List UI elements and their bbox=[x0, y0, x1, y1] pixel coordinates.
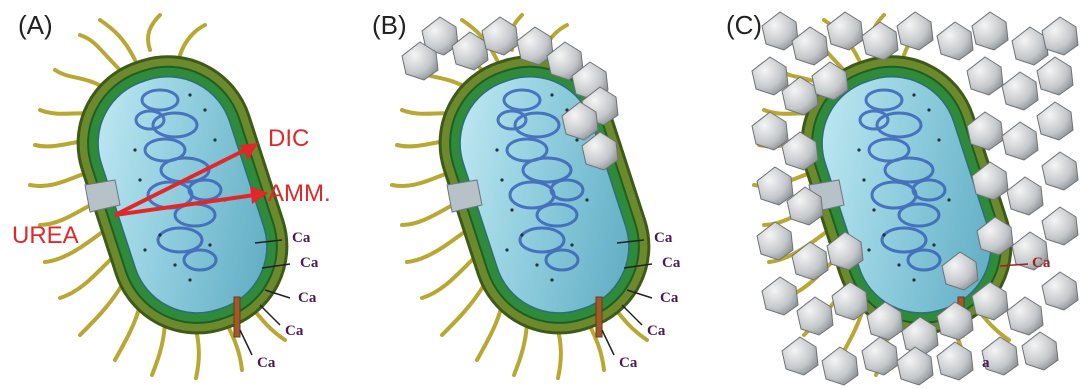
ca-label: Ca bbox=[660, 290, 678, 307]
ca-label: Ca bbox=[654, 230, 672, 247]
panel-b-label: (B) bbox=[372, 10, 407, 41]
ca-label: Ca bbox=[619, 355, 637, 372]
panel-b: (B) Ca Ca Ca Ca Ca bbox=[362, 0, 724, 389]
ca-label: Ca bbox=[298, 290, 316, 307]
ca-label: Ca bbox=[300, 255, 318, 272]
panel-c-label: (C) bbox=[726, 10, 762, 41]
panel-a-label: (A) bbox=[18, 10, 53, 41]
urea-label: UREA bbox=[12, 222, 79, 250]
dic-label: DIC bbox=[268, 125, 309, 153]
ca-label: a bbox=[982, 355, 990, 372]
ca-label: Ca bbox=[662, 255, 680, 272]
ca-label: Ca bbox=[257, 355, 275, 372]
amm-label: AMM. bbox=[268, 180, 331, 208]
ca-label: Ca bbox=[1032, 255, 1050, 272]
panel-a: (A) DIC AMM. UREA Ca Ca Ca Ca Ca bbox=[0, 0, 362, 389]
panel-c: (C) Ca a bbox=[724, 0, 1086, 389]
ca-label: Ca bbox=[292, 230, 310, 247]
ca-label: Ca bbox=[647, 323, 665, 340]
ca-label: Ca bbox=[285, 323, 303, 340]
